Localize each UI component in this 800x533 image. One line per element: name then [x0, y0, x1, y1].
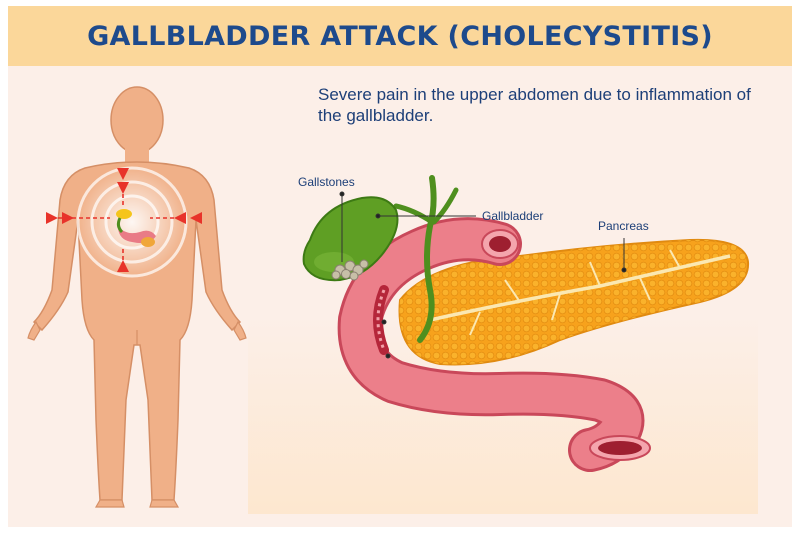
pain-arrow-right-inner: [174, 212, 186, 224]
pain-glow: [76, 166, 188, 278]
gallstones-label: Gallstones: [298, 175, 355, 189]
title-banner: GALLBLADDER ATTACK (CHOLECYSTITIS): [8, 6, 792, 66]
gallstones-cluster: [331, 259, 369, 281]
pain-arrow-top-inner: [117, 182, 129, 194]
pain-arrow-bottom: [117, 260, 129, 272]
duodenum-illustration: [337, 217, 651, 472]
body-organs: [116, 209, 156, 247]
gallbladder-label: Gallbladder: [482, 209, 544, 223]
pancreas-illustration: [398, 238, 750, 366]
pain-arrow-right: [190, 212, 202, 224]
human-body-figure: [27, 86, 247, 508]
pain-arrow-top: [117, 168, 129, 180]
pain-arrow-left: [46, 212, 58, 224]
page-title: GALLBLADDER ATTACK (CHOLECYSTITIS): [87, 20, 713, 52]
label-leader-lines: [339, 191, 627, 359]
pancreas-label: Pancreas: [598, 219, 649, 233]
description-text: Severe pain in the upper abdomen due to …: [318, 85, 751, 125]
gallbladder-illustration: [302, 175, 459, 343]
